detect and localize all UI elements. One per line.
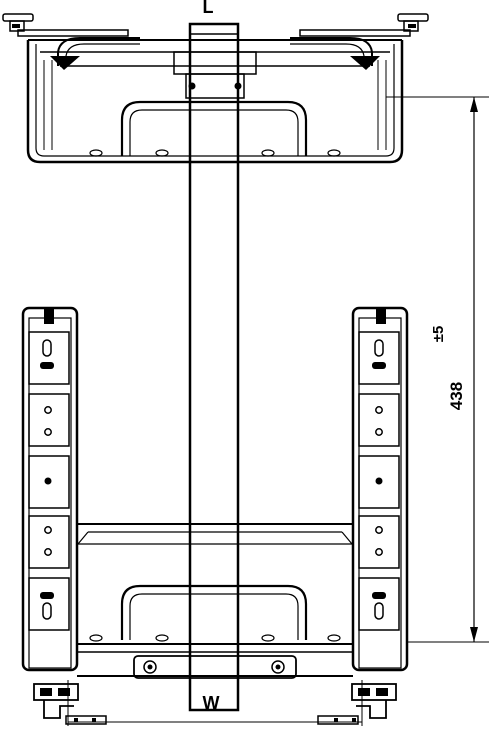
top-basket [2,13,429,164]
dimension-height: 438 ±5 [386,96,489,643]
side-column-left [21,306,79,672]
runner-left [33,683,107,725]
dimension-height-label: 438 [447,382,466,410]
center-column [188,22,240,712]
runner-right [317,683,397,725]
dimension-width: W [67,680,363,726]
dimension-tolerance-label: ±5 [430,326,447,343]
lower-basket [77,523,353,679]
dimension-length-label: L [203,0,214,17]
dimension-length: L [203,0,214,17]
dimension-width-label: W [203,693,220,713]
mounting-knob-right [397,13,429,32]
side-column-right [351,306,409,672]
mounting-knob-left [2,13,34,32]
